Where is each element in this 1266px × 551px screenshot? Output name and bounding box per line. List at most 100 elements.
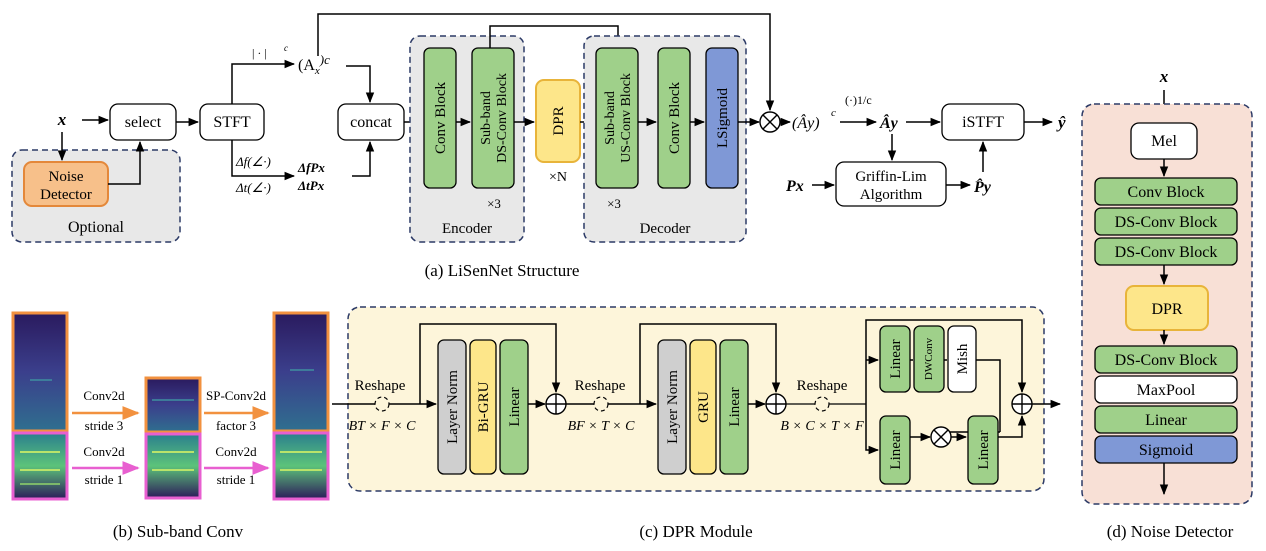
magnitude-exp: c [284,43,288,53]
decoder-conv-block [657,47,691,189]
bot-op1: Conv2d [83,444,125,459]
ax-label: (Ax)c [298,52,330,77]
nd-dpr-label: DPR [1151,301,1182,318]
linear-upper [879,325,911,393]
nd-ds-conv-block-1 [1094,207,1238,236]
top-op1: Conv2d [83,388,125,403]
ay-hat-paren: (Ây) [792,113,820,132]
panel-d-caption: (d) Noise Detector [1107,522,1234,541]
inverse-power-op: (·)1/c [845,93,872,107]
dpr-label: DPR [551,106,567,135]
multiply-operator [759,111,781,133]
dwconv-label: DWConv [923,337,935,380]
noise-detector-line1: Noise [49,169,84,185]
encoder-repeat: ×3 [487,196,501,211]
phase-out1: ΔfPx [297,160,325,175]
concat-label: concat [350,114,392,131]
top-op4: factor 3 [216,418,256,433]
decoder-repeat: ×3 [607,196,621,211]
nd-conv-block-label: Conv Block [1128,184,1205,201]
line-mish-down [976,359,1001,432]
nd-conv-block [1094,177,1238,206]
ay-hat: Ây [879,113,899,132]
panel-c-dpr-module: Reshape BT × F × C Layer Norm Bi-GRU Lin… [332,306,1062,541]
sub-band-us-conv-block [595,47,639,189]
linear-c1 [499,339,529,475]
dwconv [913,325,945,393]
arrow-noise-detector-to-select [108,140,145,185]
reshape-label-3: Reshape [797,378,848,394]
px-label: Px [785,178,804,195]
linear-lower-2-label: Linear [976,430,992,469]
us-conv-line2: US-Conv Block [619,73,634,163]
griffin-line1: Griffin-Lim [855,169,927,185]
noise-detector-line2: Detector [40,187,92,203]
arrow-magnitude-to-concat [346,65,375,104]
nd-ds-conv-block-2-label: DS-Conv Block [1115,244,1218,261]
dpr-box [535,79,581,163]
nd-mel-label: Mel [1151,133,1177,150]
bot-op4: stride 1 [217,472,256,487]
linear-lower-2 [967,415,999,485]
nd-ds-conv-block-3-label: DS-Conv Block [1115,352,1218,369]
shape-label-2: BF × T × C [568,419,636,434]
arrow-linear-to-final-add [998,414,1027,438]
nd-sigmoid [1094,435,1238,464]
linear-c2 [719,339,749,475]
ds-conv-line2: DS-Conv Block [495,73,510,163]
gru [689,339,717,475]
panel-a-caption: (a) LiSenNet Structure [425,261,580,280]
layer-norm-2-label: Layer Norm [665,370,681,444]
decoder-conv-block-label: Conv Block [667,81,683,154]
phase-op1: Δf(∠·) [235,154,271,169]
py-hat: P̂y [973,177,992,196]
input-x-label: x [57,110,67,129]
encoder-conv-block [423,47,457,189]
top-op3: SP-Conv2d [206,388,266,403]
decoder-label: Decoder [640,221,691,237]
arrow-to-linear-lower [865,404,880,455]
dpr-repeat: ×N [549,170,567,185]
lsigmoid-label: LSigmoid [715,88,731,149]
griffin-line2: Algorithm [860,187,923,203]
add-operator-final [1011,393,1033,415]
arrow-stft-to-phase [231,140,296,181]
panel-b-sub-band-conv: Conv2d stride 3 Conv2d stride 1 SP-Conv2… [11,311,330,541]
reshape-icon-2 [593,396,609,412]
panel-c-caption: (c) DPR Module [639,522,752,541]
shape-label-3: B × C × T × F [780,419,864,434]
panel-a-lisennet-structure: Optional x Noise Detector select STFT | … [11,13,1066,280]
linear-upper-label: Linear [888,339,904,378]
layer-norm-2 [657,339,687,475]
skip-connection-magnitude [317,13,775,112]
encoder-conv-block-label: Conv Block [433,81,449,154]
istft-label: iSTFT [962,114,1004,131]
reshape-icon-3 [814,396,830,412]
shape-label-1: BT × F × C [349,419,417,434]
us-conv-line1: Sub-band [603,91,618,145]
spectrogram-input [11,311,69,501]
ds-conv-line1: Sub-band [479,91,494,145]
spectrogram-output [272,311,330,501]
nd-linear-label: Linear [1145,412,1187,429]
panel-b-caption: (b) Sub-band Conv [113,522,244,541]
reshape-label-2: Reshape [575,378,626,394]
layer-norm-1 [437,339,467,475]
nd-maxpool-label: MaxPool [1137,382,1196,399]
panel-d-noise-detector: x Mel Conv Block DS-Conv Block DS-Conv B… [1081,67,1253,541]
nd-dpr [1125,285,1209,331]
add-operator-2 [765,393,787,415]
nd-ds-conv-block-3 [1094,345,1238,374]
bot-op3: Conv2d [215,444,257,459]
nd-maxpool [1094,375,1238,404]
reshape-icon-1 [374,396,390,412]
ay-exp: c [831,107,836,119]
linear-lower-1 [879,415,911,485]
lsigmoid-box [705,47,739,189]
output-y-hat: ŷ [1056,113,1066,132]
bi-gru-label: Bi-GRU [476,381,492,432]
layer-norm-1-label: Layer Norm [445,370,461,444]
mish [947,325,977,393]
